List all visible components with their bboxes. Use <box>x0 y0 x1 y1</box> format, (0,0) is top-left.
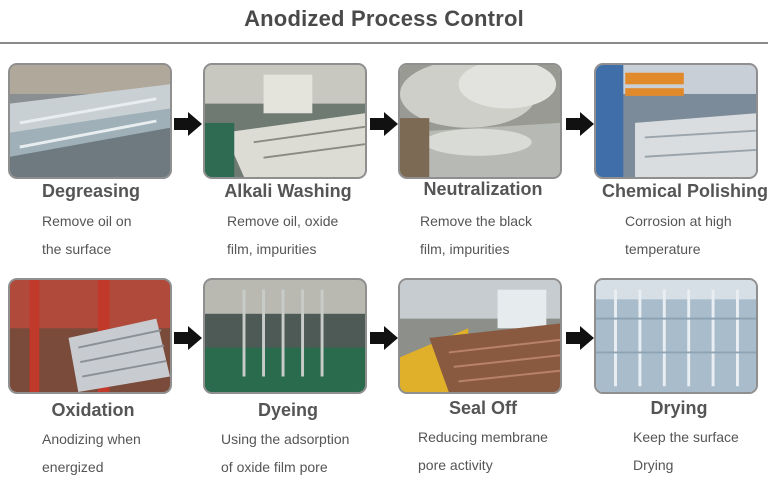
step-description: Using the adsorption of oxide film pore <box>221 425 349 481</box>
step-label: Neutralization <box>423 179 543 199</box>
step-label: Chemical Polishing <box>601 181 768 201</box>
arrow-right-icon <box>174 326 202 350</box>
neutralization-photo <box>398 63 562 179</box>
desc-line: Using the adsorption <box>221 431 350 447</box>
desc-line: temperature <box>625 241 701 257</box>
desc-line: Remove oil, oxide <box>227 213 339 229</box>
desc-line: Remove oil on <box>42 213 132 229</box>
desc-line: Remove the black <box>420 213 533 229</box>
page-title: Anodized Process Control <box>244 6 524 31</box>
desc-line: Drying <box>633 457 674 473</box>
step-label: Dyeing <box>257 400 318 420</box>
arrow-right-icon <box>370 326 398 350</box>
step-description: Corrosion at high temperature <box>625 207 732 263</box>
step-label: Alkali Washing <box>224 181 352 201</box>
arrow-right-icon <box>566 326 594 350</box>
desc-line: Anodizing when <box>42 431 141 447</box>
step-description: Remove oil on the surface <box>42 207 132 263</box>
desc-line: energized <box>42 459 104 475</box>
desc-line: film, impurities <box>227 241 317 257</box>
arrow-right-icon <box>566 112 594 136</box>
seal-off-photo <box>398 278 562 394</box>
arrow-right-icon <box>174 112 202 136</box>
step-description: Keep the surface Drying <box>633 423 739 479</box>
step-description: Remove the black film, impurities <box>420 207 532 263</box>
oxidation-photo <box>8 278 172 394</box>
step-description: Anodizing when energized <box>42 425 141 481</box>
step-description: Reducing membrane pore activity <box>418 423 548 479</box>
desc-line: Corrosion at high <box>625 213 732 229</box>
desc-line: the surface <box>42 241 112 257</box>
desc-line: of oxide film pore <box>221 459 328 475</box>
drying-photo <box>594 278 758 394</box>
desc-line: Reducing membrane <box>418 429 548 445</box>
step-description: Remove oil, oxide film, impurities <box>227 207 338 263</box>
arrow-right-icon <box>370 112 398 136</box>
step-label: Seal Off <box>448 398 518 418</box>
alkali-washing-photo <box>203 63 367 179</box>
degreasing-photo <box>8 63 172 179</box>
step-label: Drying <box>650 398 708 418</box>
desc-line: Keep the surface <box>633 429 739 445</box>
step-label: Oxidation <box>51 400 135 420</box>
desc-line: pore activity <box>418 457 493 473</box>
desc-line: film, impurities <box>420 241 510 257</box>
step-label: Degreasing <box>41 181 141 201</box>
dyeing-photo <box>203 278 367 394</box>
chemical-polishing-photo <box>594 63 758 179</box>
title-divider <box>0 42 768 44</box>
